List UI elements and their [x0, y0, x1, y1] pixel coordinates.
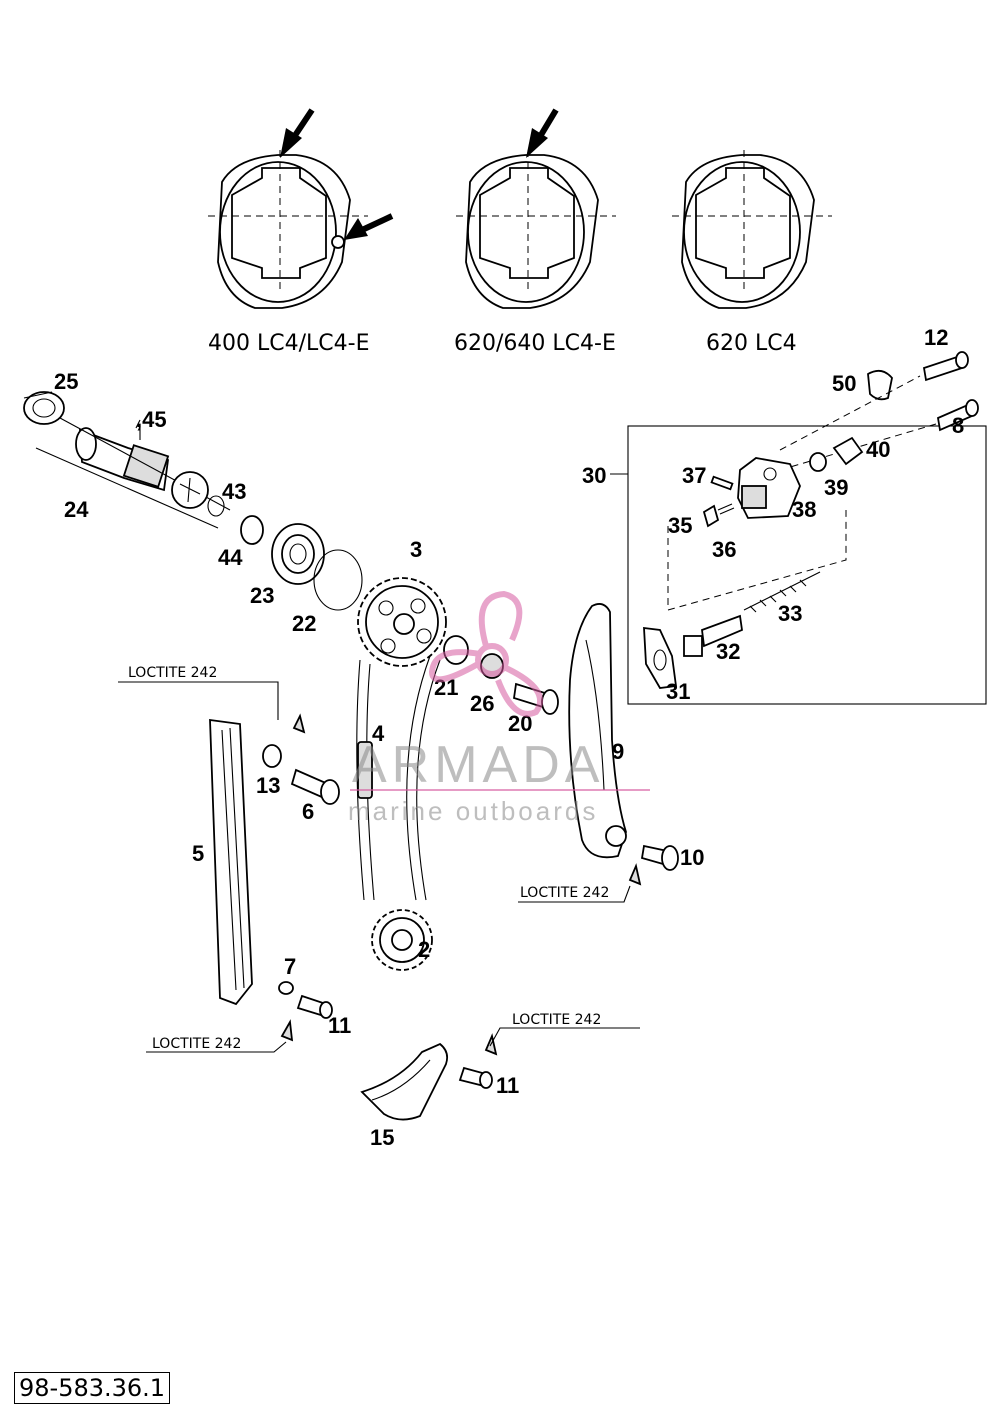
- tensioner-housing-38: [737, 457, 801, 519]
- needle-bearing-25: [23, 391, 65, 425]
- callout-10: 10: [680, 845, 704, 870]
- variant-label-2: 620/640 LC4-E: [454, 331, 616, 356]
- callout-9: 9: [612, 739, 624, 764]
- bolt-12: [922, 351, 969, 382]
- loctite-note-1: LOCTITE 242: [128, 665, 217, 681]
- bolt-11-left: [296, 994, 333, 1019]
- tensioner-rail-9: [568, 603, 627, 859]
- callout-40: 40: [866, 437, 890, 462]
- watermark-tagline: marine outboards: [348, 796, 598, 826]
- bolt-8: [936, 399, 979, 432]
- callout-45: ,45: [136, 407, 167, 432]
- cam-gear-45: [171, 471, 209, 509]
- loctite-note-4: LOCTITE 242: [512, 1012, 601, 1028]
- callout-30: 30: [582, 463, 606, 488]
- callout-24: 24: [64, 497, 89, 522]
- callout-13: 13: [256, 773, 280, 798]
- chain-guide-15: [360, 1042, 449, 1121]
- loctite-note-2: LOCTITE 242: [520, 885, 609, 901]
- callout-5: 5: [192, 841, 204, 866]
- callout-32: 32: [716, 639, 740, 664]
- callout-2: 2: [418, 937, 430, 962]
- callout-3: 3: [410, 537, 422, 562]
- pin-6: [290, 768, 340, 805]
- callout-38: 38: [792, 497, 816, 522]
- washer-39: [809, 452, 827, 472]
- clip-50: [867, 369, 893, 401]
- callout-31: 31: [666, 679, 690, 704]
- spring-36: [717, 503, 735, 515]
- callout-22: 22: [292, 611, 316, 636]
- chain-guide-5: [209, 718, 253, 1006]
- plunger-32: [683, 614, 743, 657]
- ball-bearing-23: [271, 523, 325, 585]
- spring-33: [743, 571, 821, 613]
- loctite-drop-2: [280, 1019, 294, 1042]
- watermark: ARMADA marine outboards: [348, 590, 650, 826]
- piston-35: [702, 504, 720, 528]
- callout-39: 39: [824, 475, 848, 500]
- washer-13: [262, 744, 282, 768]
- cam-variant-400: [208, 108, 394, 309]
- circlip-43: [207, 495, 225, 517]
- variant-label-1: 400 LC4/LC4-E: [208, 331, 369, 356]
- callout-37: 37: [682, 463, 706, 488]
- washer-7: [278, 981, 294, 995]
- camshaft-sprocket-3: [357, 577, 447, 667]
- loctite-note-3: LOCTITE 242: [152, 1036, 241, 1052]
- callout-15: 15: [370, 1125, 394, 1150]
- callout-33: 33: [778, 601, 802, 626]
- snap-ring-22: [313, 549, 363, 611]
- drawing-code: 98-583.36.1: [14, 1372, 171, 1404]
- chain-link-4: [357, 741, 373, 799]
- callout-26: 26: [470, 691, 494, 716]
- callout-50: 50: [832, 371, 856, 396]
- pin-37: [710, 475, 734, 491]
- tensioner-assembly-box: [627, 425, 987, 705]
- callout-8: 8: [952, 413, 964, 438]
- callout-7: 7: [284, 954, 296, 979]
- callout-6: 6: [302, 799, 314, 824]
- loctite-drop-3: [628, 863, 642, 886]
- callout-35: 35: [668, 513, 692, 538]
- callout-11-right: 11: [496, 1073, 519, 1098]
- cam-variant-620-640: [456, 108, 616, 309]
- bolt-11-right: [458, 1066, 493, 1089]
- crank-sprocket-2: [371, 909, 433, 971]
- oring-44: [240, 515, 264, 545]
- variant-label-3: 620 LC4: [706, 331, 797, 356]
- watermark-logo: [428, 590, 544, 717]
- callout-25: 25: [54, 369, 78, 394]
- bolt-10: [640, 844, 679, 871]
- callout-23: 23: [250, 583, 274, 608]
- plug-40: [832, 436, 864, 466]
- callout-11-left: 11: [328, 1013, 351, 1038]
- cam-variant-620: [672, 150, 832, 309]
- callout-12: 12: [924, 325, 948, 350]
- loctite-drop-1: [292, 713, 306, 734]
- callout-4: 4: [372, 721, 385, 746]
- callout-43: 43: [222, 479, 246, 504]
- gasket-31: [643, 626, 678, 689]
- callout-44: 44: [218, 545, 243, 570]
- callout-36: 36: [712, 537, 736, 562]
- watermark-brand: ARMADA: [352, 736, 604, 794]
